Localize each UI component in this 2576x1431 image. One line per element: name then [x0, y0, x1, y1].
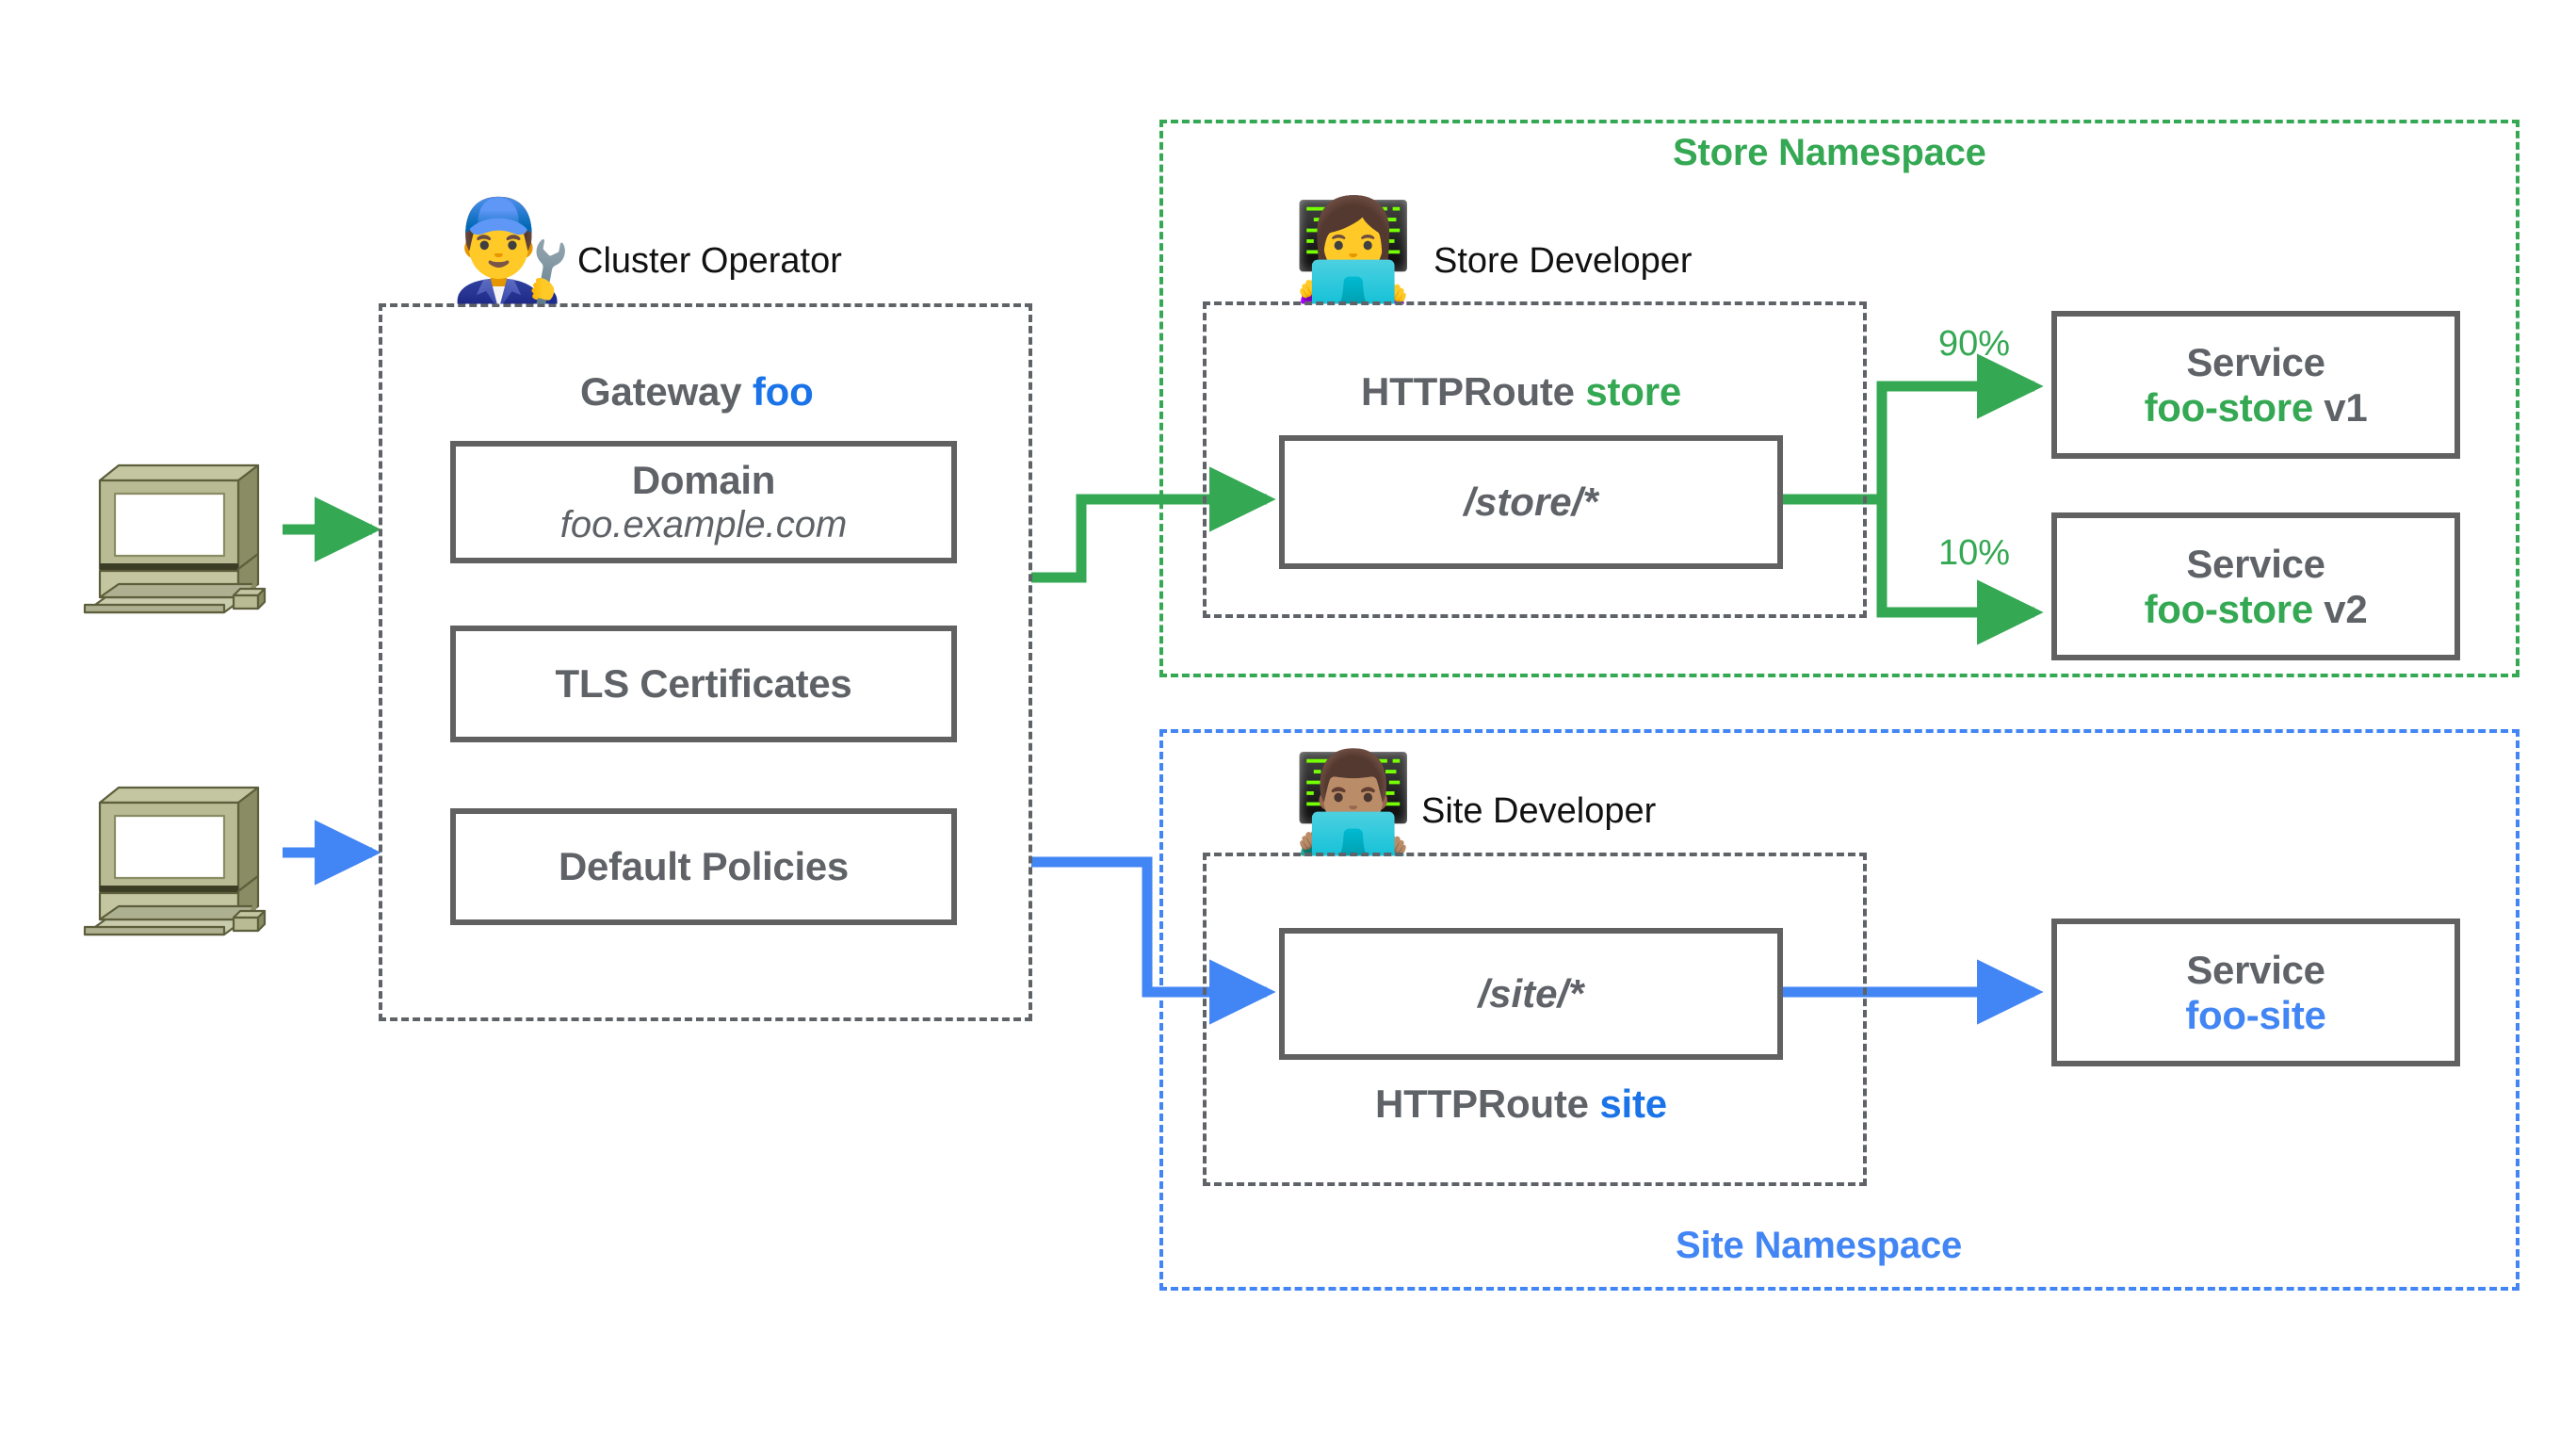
store-backend-service-v2-title: Service	[2186, 542, 2325, 587]
gateway-item-policies-title: Default Policies	[559, 844, 849, 889]
store-httproute-title-name: store	[1585, 369, 1682, 414]
client-computer-top	[83, 463, 267, 614]
site-backend-service-title: Service	[2186, 948, 2325, 993]
site-httproute-title-prefix: HTTPRoute	[1375, 1081, 1589, 1126]
client-computer-bottom	[83, 786, 267, 936]
store-backend-service-v1-name-line: foo-store v1	[2145, 385, 2368, 430]
store-backend-service-v1[interactable]: Service foo-store v1	[2051, 311, 2460, 459]
store-route-path: /store/*	[1464, 480, 1598, 525]
store-route-rule-box[interactable]: /store/*	[1279, 435, 1783, 569]
store-backend-service-v2-version: v2	[2324, 586, 2368, 631]
store-developer-emoji: 👩‍💻	[1292, 196, 1415, 305]
gateway-item-tls-title: TLS Certificates	[555, 661, 852, 707]
gateway-title-name: foo	[752, 369, 814, 414]
gateway-title: Gateway foo	[580, 369, 814, 415]
site-backend-service-name-line: foo-site	[2185, 992, 2326, 1037]
store-httproute-title-prefix: HTTPRoute	[1361, 369, 1575, 414]
store-backend-weight-v2: 10%	[1938, 533, 2011, 573]
gateway-item-policies[interactable]: Default Policies	[450, 808, 957, 925]
site-namespace-container	[1159, 729, 2519, 1291]
gateway-item-domain-subtitle: foo.example.com	[559, 504, 848, 546]
store-httproute-container	[1203, 301, 1867, 618]
site-httproute-title-name: site	[1599, 1081, 1667, 1126]
store-backend-service-v2-name-line: foo-store v2	[2145, 587, 2368, 631]
gateway-container	[379, 303, 1032, 1021]
store-namespace-container	[1159, 120, 2519, 677]
gateway-item-domain-title: Domain	[631, 458, 776, 503]
store-backend-service-v1-title: Service	[2186, 340, 2325, 385]
site-httproute-container	[1203, 853, 1867, 1186]
store-backend-service-v2-name: foo-store	[2144, 586, 2314, 631]
cluster-operator-label: Cluster Operator	[577, 241, 842, 281]
gateway-title-prefix: Gateway	[580, 369, 742, 414]
store-backend-service-v2[interactable]: Service foo-store v2	[2051, 512, 2460, 660]
site-developer-emoji: 👨🏽‍💻	[1292, 748, 1415, 857]
gateway-item-tls[interactable]: TLS Certificates	[450, 626, 957, 742]
site-backend-service-name: foo-site	[2185, 992, 2326, 1037]
site-route-path: /site/*	[1478, 971, 1584, 1016]
store-developer-label: Store Developer	[1434, 241, 1693, 281]
site-backend-service[interactable]: Service foo-site	[2051, 919, 2460, 1066]
gateway-item-domain[interactable]: Domain foo.example.com	[450, 441, 957, 563]
cluster-operator-emoji: 👨‍🔧	[450, 196, 573, 305]
store-backend-service-v1-version: v1	[2324, 384, 2368, 430]
site-route-rule-box[interactable]: /site/*	[1279, 928, 1783, 1060]
store-backend-weight-v1: 90%	[1938, 324, 2011, 364]
store-namespace-label: Store Namespace	[1673, 132, 1986, 173]
site-namespace-label: Site Namespace	[1676, 1225, 1963, 1266]
site-httproute-title: HTTPRoute site	[1375, 1081, 1667, 1127]
site-developer-label: Site Developer	[1421, 791, 1657, 831]
store-backend-service-v1-name: foo-store	[2144, 384, 2314, 430]
store-httproute-title: HTTPRoute store	[1361, 369, 1681, 415]
